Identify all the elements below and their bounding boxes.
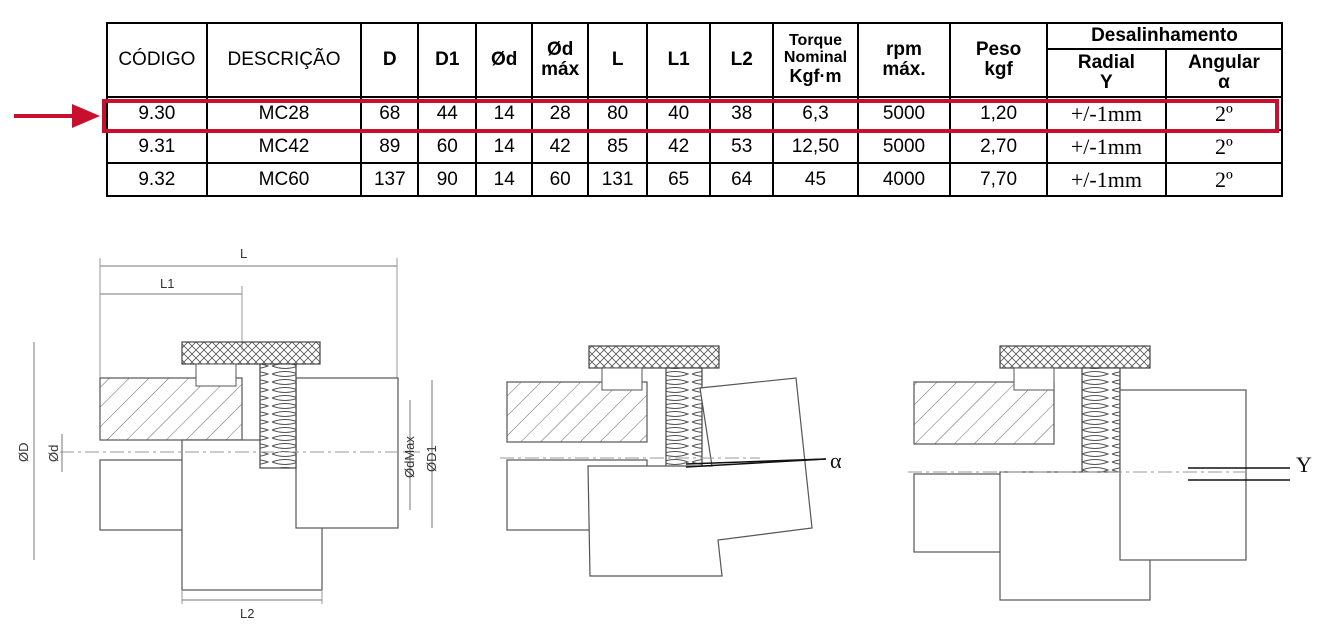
header-od-max-line2: máx (541, 59, 580, 80)
header-rpm-line1: rpm (886, 39, 922, 61)
row-pointer-arrow-icon (14, 104, 100, 128)
header-od: Ød (475, 22, 534, 98)
header-angular-line1: Angular (1188, 52, 1260, 74)
cell-l1: 42 (646, 129, 712, 164)
header-torque-line1: Torque (788, 32, 842, 50)
cell-d1: 60 (417, 129, 478, 164)
cell-rpm: 5000 (856, 129, 952, 164)
header-radial-line2: Y (1100, 72, 1113, 93)
cell-codigo: 9.31 (106, 129, 208, 164)
cell-od: 14 (475, 129, 534, 164)
cell-od: 14 (475, 162, 534, 197)
selected-row-highlight (102, 99, 1279, 133)
header-desalinhamento: Desalinhamento (1045, 22, 1284, 50)
cell-d: 89 (360, 129, 420, 164)
cell-l: 85 (587, 129, 649, 164)
header-torque-line3: Kgf·m (789, 65, 842, 86)
cell-peso: 2,70 (949, 129, 1048, 164)
header-peso-line1: Peso (975, 39, 1022, 61)
dim-od-label: ØD (16, 443, 31, 463)
cell-l1: 65 (646, 162, 712, 197)
cell-descricao: MC42 (205, 129, 363, 164)
header-torque-line2: Nominal (783, 49, 848, 67)
table-row: 9.32 MC60 137 90 14 60 131 65 64 45 4000… (106, 162, 1284, 197)
header-angular-line2: α (1218, 72, 1230, 93)
header-l1: L1 (646, 22, 712, 98)
cell-peso: 7,70 (949, 162, 1048, 197)
cell-l: 131 (587, 162, 649, 197)
header-d: D (360, 22, 420, 98)
header-od-max-line1: Ød (546, 39, 574, 61)
dim-l1-label: L1 (160, 276, 174, 291)
cell-l2: 64 (709, 162, 775, 197)
drawing-angular-misalignment: α (500, 345, 842, 577)
cell-od-max: 42 (531, 129, 590, 164)
header-d1: D1 (417, 22, 478, 98)
radial-y-label: Y (1296, 452, 1312, 477)
cell-od-max: 60 (531, 162, 590, 197)
dim-odsmall-label: Ød (46, 445, 61, 462)
cell-angular: 2º (1164, 162, 1284, 197)
header-peso-line2: kgf (984, 59, 1013, 80)
cell-torque: 12,50 (772, 129, 859, 164)
cell-torque: 45 (772, 162, 859, 197)
header-descricao: DESCRIÇÃO (205, 22, 363, 98)
cell-d: 137 (360, 162, 420, 197)
dim-od1-label: ØD1 (424, 445, 439, 472)
cell-rpm: 4000 (856, 162, 952, 197)
header-l: L (587, 22, 649, 98)
dim-odmax-label: ØdMax (402, 436, 417, 478)
drawing-dimensions-view: L L1 ØD Ød ØdMax ØD1 L2 (16, 246, 439, 621)
header-codigo: CÓDIGO (106, 22, 208, 98)
cell-radial: +/-1mm (1045, 129, 1167, 164)
dim-l2-label: L2 (240, 606, 254, 621)
drawing-radial-misalignment: Y (908, 345, 1312, 601)
cell-codigo: 9.32 (106, 162, 208, 197)
header-radial-line1: Radial (1077, 52, 1135, 74)
cell-radial: +/-1mm (1045, 162, 1167, 197)
header-rpm-line2: máx. (882, 59, 926, 80)
table-row: 9.31 MC42 89 60 14 42 85 42 53 12,50 500… (106, 129, 1284, 164)
dim-l-label: L (240, 246, 247, 261)
cell-l2: 53 (709, 129, 775, 164)
coupling-drawings: L L1 ØD Ød ØdMax ØD1 L2 (16, 246, 1312, 621)
angular-alpha-label: α (830, 448, 842, 473)
cell-descricao: MC60 (205, 162, 363, 197)
cell-angular: 2º (1164, 129, 1284, 164)
cell-d1: 90 (417, 162, 478, 197)
header-l2: L2 (709, 22, 775, 98)
